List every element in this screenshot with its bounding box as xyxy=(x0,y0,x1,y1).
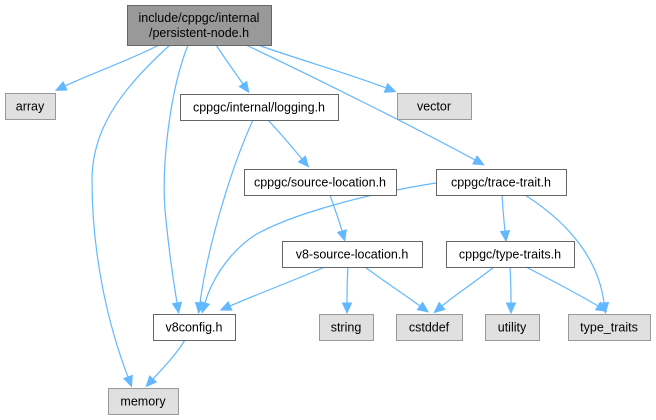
node-label: type_traits xyxy=(580,321,638,335)
edge-v8-source-location-to-string xyxy=(341,266,353,315)
edge-line xyxy=(346,266,349,304)
node-label: string xyxy=(331,321,362,335)
arrowhead-icon xyxy=(122,374,133,388)
node-box xyxy=(153,314,236,341)
node-box xyxy=(180,94,339,121)
node-box xyxy=(436,169,567,196)
arrowhead-icon xyxy=(383,82,397,93)
arrowhead-icon xyxy=(336,229,347,242)
edge-line xyxy=(163,44,189,304)
node-type-traits-h[interactable]: cppgc/type-traits.h xyxy=(446,241,575,268)
node-box xyxy=(5,93,56,120)
arrowhead-icon xyxy=(200,301,211,314)
node-box xyxy=(319,314,374,341)
arrowhead-icon xyxy=(594,301,608,312)
node-logging[interactable]: cppgc/internal/logging.h xyxy=(180,94,339,121)
edge-line xyxy=(152,339,186,380)
edge-line xyxy=(364,266,421,307)
arrowhead-icon xyxy=(499,229,511,243)
arrowhead-icon xyxy=(341,302,353,315)
edge-line xyxy=(524,194,605,304)
node-vector: vector xyxy=(397,93,472,120)
node-label: cppgc/type-traits.h xyxy=(459,248,561,262)
arrowhead-icon xyxy=(145,375,158,388)
node-label: cppgc/internal/logging.h xyxy=(193,101,325,115)
arrowhead-icon xyxy=(219,300,233,311)
node-box xyxy=(282,241,423,268)
node-box xyxy=(244,169,397,196)
arrowhead-icon xyxy=(54,81,68,91)
edge-type-traits-h-to-type-traits xyxy=(525,266,608,312)
node-source-location[interactable]: cppgc/source-location.h xyxy=(244,169,397,196)
node-label: cstddef xyxy=(409,321,450,335)
edge-line xyxy=(91,44,171,378)
node-box xyxy=(108,388,179,415)
arrowhead-icon xyxy=(505,302,517,315)
node-box xyxy=(446,241,575,268)
edge-line xyxy=(501,194,506,232)
arrowhead-icon xyxy=(238,80,250,94)
edge-root-to-logging xyxy=(215,44,250,94)
node-v8config[interactable]: v8config.h xyxy=(153,314,236,341)
edge-line xyxy=(215,44,244,85)
edge-logging-to-source-location xyxy=(267,119,310,168)
node-box xyxy=(485,314,540,341)
node-label: array xyxy=(16,100,45,114)
node-label: cppgc/trace-trait.h xyxy=(451,176,551,190)
node-string: string xyxy=(319,314,374,341)
arrowhead-icon xyxy=(433,301,446,314)
edge-root-to-trace-trait xyxy=(245,44,485,166)
arrowhead-icon xyxy=(297,155,310,168)
edge-line xyxy=(245,44,476,161)
node-v8-source-location[interactable]: v8-source-location.h xyxy=(282,241,423,268)
edge-root-to-memory xyxy=(91,44,171,388)
node-box xyxy=(396,314,463,341)
node-label: v8config.h xyxy=(166,321,223,335)
edge-line xyxy=(64,44,160,87)
edge-v8-source-location-to-v8config xyxy=(219,266,326,311)
edge-root-to-v8config xyxy=(163,44,189,315)
edge-v8config-to-memory xyxy=(145,339,186,388)
node-label: vector xyxy=(417,100,451,114)
node-utility: utility xyxy=(485,314,540,341)
node-box xyxy=(568,314,651,341)
node-box xyxy=(397,93,472,120)
edge-line xyxy=(329,194,343,232)
edges-layer xyxy=(54,44,610,388)
edge-line xyxy=(267,119,303,160)
arrowhead-icon xyxy=(171,301,183,315)
edge-root-to-array xyxy=(54,44,160,91)
node-box xyxy=(127,5,272,46)
edge-type-traits-h-to-cstddef xyxy=(433,266,495,314)
edge-line xyxy=(257,44,387,89)
edge-source-location-to-v8-source-location xyxy=(329,194,347,242)
node-array: array xyxy=(5,93,56,120)
nodes-layer: include/cppgc/internal/persistent-node.h… xyxy=(5,5,651,415)
edge-line xyxy=(525,266,599,307)
arrowhead-icon xyxy=(416,301,430,313)
edge-line xyxy=(509,266,512,304)
arrowhead-icon xyxy=(472,155,485,166)
edge-line xyxy=(441,266,495,307)
edge-root-to-vector xyxy=(257,44,397,93)
node-cstddef: cstddef xyxy=(396,314,463,341)
node-type-traits: type_traits xyxy=(568,314,651,341)
node-label: utility xyxy=(498,321,527,335)
node-memory: memory xyxy=(108,388,179,415)
node-label: include/cppgc/internal xyxy=(139,11,260,25)
edge-trace-trait-to-type-traits-h xyxy=(499,194,511,243)
node-root: include/cppgc/internal/persistent-node.h xyxy=(127,5,272,46)
node-label: cppgc/source-location.h xyxy=(254,176,386,190)
edge-logging-to-v8config xyxy=(194,119,254,315)
node-trace-trait[interactable]: cppgc/trace-trait.h xyxy=(436,169,567,196)
edge-line xyxy=(229,266,326,307)
edge-v8-source-location-to-cstddef xyxy=(364,266,430,313)
node-label: /persistent-node.h xyxy=(149,26,249,40)
edge-type-traits-h-to-utility xyxy=(505,266,517,315)
node-label: v8-source-location.h xyxy=(296,248,409,262)
edge-line xyxy=(199,119,254,304)
node-label: memory xyxy=(120,395,166,409)
